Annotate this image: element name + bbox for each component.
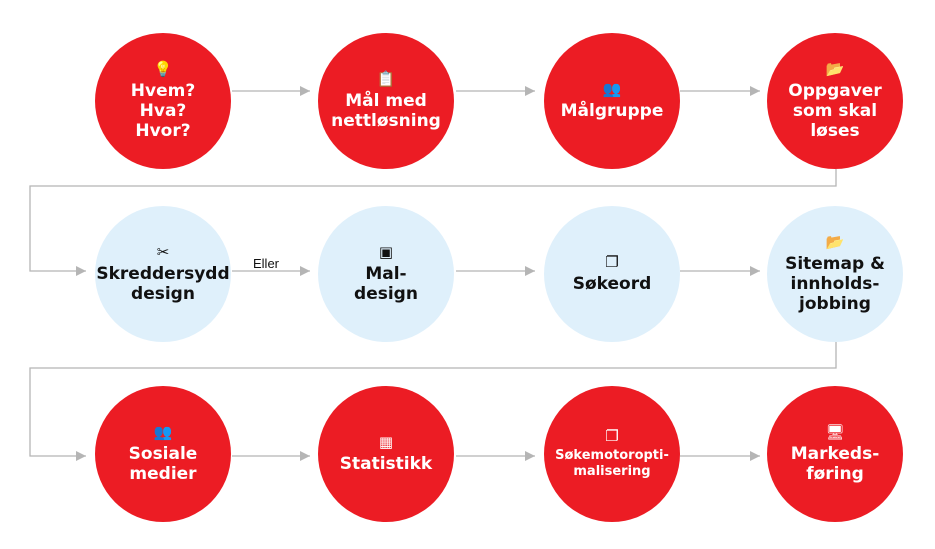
node-label: Sitemap & innholds- jobbing <box>785 254 885 314</box>
node-statistikk: ▦ Statistikk <box>318 386 454 522</box>
node-maal: 📋 Mål med nettløsning <box>318 33 454 169</box>
node-oppgaver: 📂 Oppgaver som skal løses <box>767 33 903 169</box>
clipboard-icon: 📋 <box>376 70 396 88</box>
node-sokeord: ❐ Søkeord <box>544 206 680 342</box>
folder-icon: 📂 <box>825 60 845 78</box>
node-maalgruppe: 👥 Målgruppe <box>544 33 680 169</box>
wrap-connector <box>29 342 837 457</box>
folder-icon: 📂 <box>825 233 845 251</box>
node-label: Statistikk <box>339 454 433 474</box>
node-label: Oppgaver som skal løses <box>788 81 882 141</box>
arrow-connector-arrowhead <box>750 451 760 461</box>
arrow-connector-arrowhead <box>525 451 535 461</box>
computer-icon: 🖥 <box>825 423 845 441</box>
node-sosiale: 👥 Sosiale medier <box>95 386 231 522</box>
edge-label-eller: Eller <box>253 256 280 271</box>
arrow-connector-arrowhead <box>300 86 310 96</box>
node-maldesign: ▣ Mal- design <box>318 206 454 342</box>
node-skreddersydd: ✂ Skreddersydd design <box>95 206 231 342</box>
people-icon: 👥 <box>602 80 622 98</box>
wrap-connector <box>29 169 837 272</box>
node-marked: 🖥 Markeds- føring <box>767 386 903 522</box>
arrow-connector-arrowhead <box>525 266 535 276</box>
node-label: Markeds- føring <box>790 444 880 484</box>
chart-icon: ▦ <box>378 433 394 451</box>
node-sitemap: 📂 Sitemap & innholds- jobbing <box>767 206 903 342</box>
node-label: Hvem? Hva? Hvor? <box>130 81 196 141</box>
arrow-connector-arrowhead <box>300 266 310 276</box>
arrow-connector-arrowhead <box>525 86 535 96</box>
node-label: Søkemotoropti- malisering <box>555 448 669 479</box>
document-icon: ▣ <box>378 243 394 261</box>
node-label: Mål med nettløsning <box>331 91 441 131</box>
node-hvem: 💡 Hvem? Hva? Hvor? <box>95 33 231 169</box>
arrow-connector-arrowhead <box>750 266 760 276</box>
arrow-connector-arrowhead <box>750 86 760 96</box>
pages-icon: ❐ <box>605 427 619 445</box>
node-label: Sosiale medier <box>128 444 198 484</box>
scissors-icon: ✂ <box>156 243 170 261</box>
group-icon: 👥 <box>153 423 173 441</box>
arrow-connector-arrowhead <box>300 451 310 461</box>
node-label: Skreddersydd design <box>96 264 230 304</box>
pages-icon: ❐ <box>605 253 619 271</box>
node-label: Søkeord <box>572 274 652 294</box>
wrap-connector-arrowhead <box>76 451 86 461</box>
lightbulb-icon: 💡 <box>153 60 173 78</box>
node-label: Mal- design <box>354 264 418 304</box>
wrap-connector-arrowhead <box>76 266 86 276</box>
node-seo: ❐ Søkemotoropti- malisering <box>544 386 680 522</box>
node-label: Målgruppe <box>560 101 664 121</box>
